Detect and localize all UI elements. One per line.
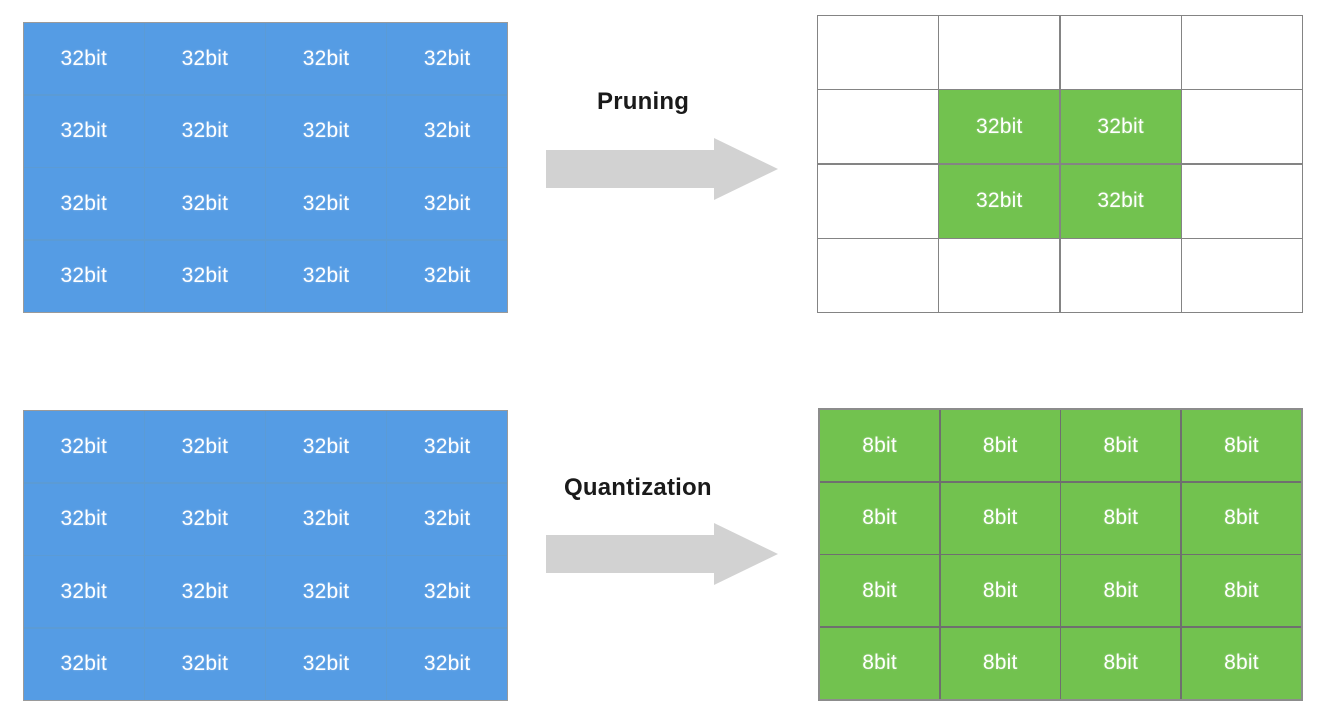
- matrix-cell: [1182, 239, 1302, 312]
- matrix-cell: 8bit: [1181, 555, 1301, 627]
- matrix-cell: 32bit: [266, 240, 386, 312]
- matrix-cell: 32bit: [24, 23, 144, 95]
- matrix-cell: [1060, 239, 1181, 312]
- matrix-cell: 32bit: [266, 411, 386, 483]
- matrix-cell: 32bit: [387, 168, 507, 240]
- matrix-cell: 32bit: [145, 240, 265, 312]
- matrix-cell: 8bit: [820, 482, 940, 554]
- matrix-cell: 8bit: [940, 627, 1060, 699]
- pruning-label: Pruning: [597, 88, 690, 115]
- matrix-cell: 32bit: [145, 483, 265, 555]
- matrix-cell: 8bit: [1181, 627, 1301, 699]
- matrix-cell: 32bit: [939, 164, 1060, 238]
- matrix-cell: 32bit: [939, 90, 1060, 164]
- matrix-cell: 32bit: [266, 556, 386, 628]
- matrix-cell: 8bit: [1061, 627, 1181, 699]
- matrix-cell: 32bit: [145, 556, 265, 628]
- matrix-cell: 32bit: [387, 628, 507, 700]
- matrix-cell: [1182, 164, 1302, 238]
- matrix-cell: 8bit: [1181, 410, 1301, 482]
- matrix-cell: 32bit: [266, 23, 386, 95]
- quantization-arrow-icon: [546, 523, 778, 585]
- matrix-cell: 32bit: [1060, 90, 1181, 164]
- pruning-arrow-icon: [546, 138, 778, 200]
- matrix-cell: 8bit: [1061, 410, 1181, 482]
- matrix-cell: 32bit: [387, 483, 507, 555]
- matrix-cell: [939, 16, 1060, 89]
- matrix-cell: 8bit: [940, 410, 1060, 482]
- matrix-cell: 32bit: [387, 95, 507, 167]
- matrix-cell: [818, 164, 938, 238]
- matrix-cell: 32bit: [387, 556, 507, 628]
- matrix-cell: 32bit: [24, 95, 144, 167]
- matrix-cell: [1182, 90, 1302, 164]
- matrix-cell: 32bit: [266, 168, 386, 240]
- matrix-cell: 8bit: [820, 555, 940, 627]
- matrix-cell: [818, 16, 938, 89]
- matrix-cell: 32bit: [24, 556, 144, 628]
- matrix-cell: [818, 239, 938, 312]
- matrix-cell: 8bit: [1181, 482, 1301, 554]
- matrix-cell: 32bit: [1060, 164, 1181, 238]
- matrix-cell: 32bit: [266, 628, 386, 700]
- matrix-cell: 32bit: [24, 483, 144, 555]
- matrix-cell: 8bit: [940, 482, 1060, 554]
- matrix-cell: [1182, 16, 1302, 89]
- matrix-cell: 32bit: [387, 411, 507, 483]
- matrix-cell: 32bit: [387, 240, 507, 312]
- matrix-cell: [1060, 16, 1181, 89]
- matrix-cell: 32bit: [145, 628, 265, 700]
- matrix-cell: 32bit: [24, 240, 144, 312]
- matrix-cell: [939, 239, 1060, 312]
- matrix-cell: [818, 90, 938, 164]
- matrix-cell: 32bit: [24, 411, 144, 483]
- matrix-cell: 8bit: [940, 555, 1060, 627]
- matrix-cell: 32bit: [387, 23, 507, 95]
- matrix-cell: 32bit: [24, 168, 144, 240]
- matrix-cell: 32bit: [24, 628, 144, 700]
- matrix-cell: 32bit: [145, 95, 265, 167]
- matrix-cell: 32bit: [266, 95, 386, 167]
- matrix-cell: 8bit: [1061, 555, 1181, 627]
- matrix-cell: 8bit: [820, 410, 940, 482]
- matrix-cell: 32bit: [145, 411, 265, 483]
- matrix-cell: 8bit: [1061, 482, 1181, 554]
- matrix-cell: 8bit: [820, 627, 940, 699]
- matrix-cell: 32bit: [266, 483, 386, 555]
- matrix-cell: 32bit: [145, 168, 265, 240]
- matrix-cell: 32bit: [145, 23, 265, 95]
- quantization-label: Quantization: [564, 474, 712, 501]
